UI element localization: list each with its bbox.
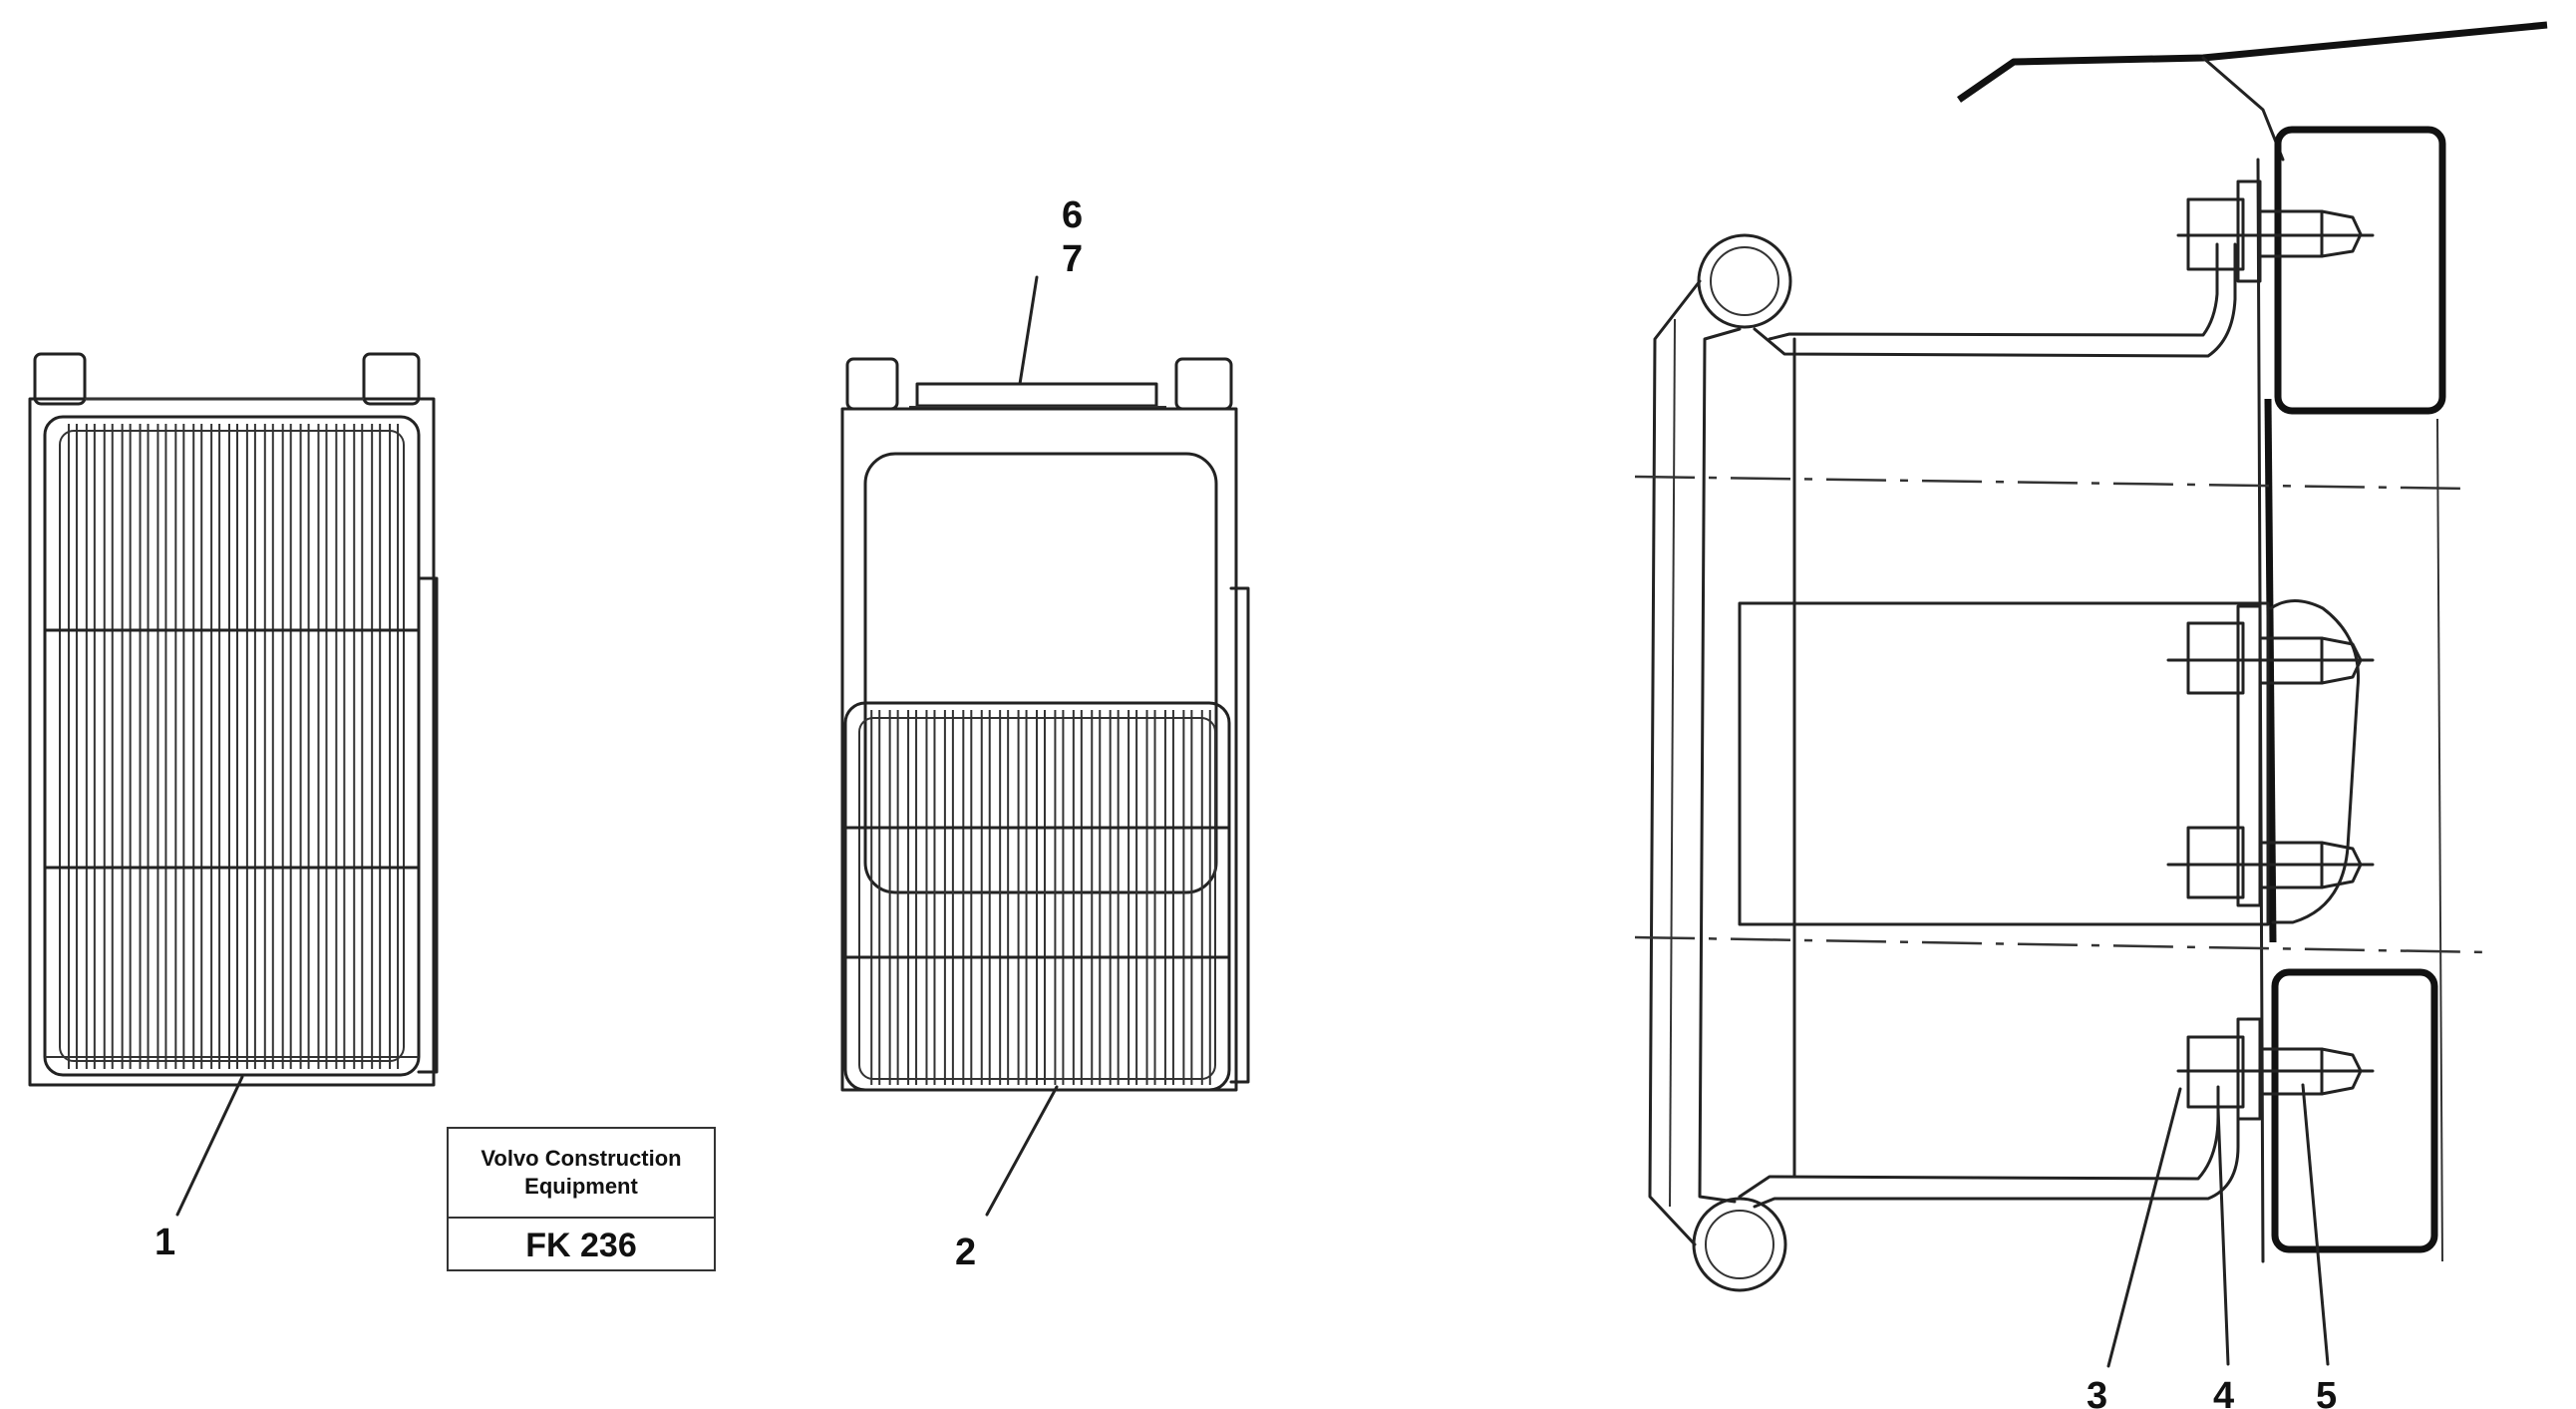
title-block-company: Volvo Construction Equipment xyxy=(449,1129,714,1219)
company-name-line2: Equipment xyxy=(524,1174,638,1199)
callout-2: 2 xyxy=(955,1232,976,1273)
callout-4: 4 xyxy=(2213,1375,2234,1409)
callout-5: 5 xyxy=(2316,1375,2337,1409)
work-lamp-with-half-grille xyxy=(840,357,1250,1092)
callout-1: 1 xyxy=(155,1222,175,1263)
callout-7: 7 xyxy=(1062,238,1083,280)
lamp-mounting-bracket-detail xyxy=(1634,21,2548,1292)
company-name-line1: Volvo Construction xyxy=(481,1146,682,1171)
callout-3: 3 xyxy=(2087,1375,2107,1409)
leader-lines xyxy=(175,275,2330,1368)
callout-6: 6 xyxy=(1062,194,1083,236)
work-lamp-with-full-grille xyxy=(28,352,439,1087)
title-block: Volvo Construction Equipment FK 236 xyxy=(447,1127,716,1271)
drawing-code: FK 236 xyxy=(525,1227,637,1264)
